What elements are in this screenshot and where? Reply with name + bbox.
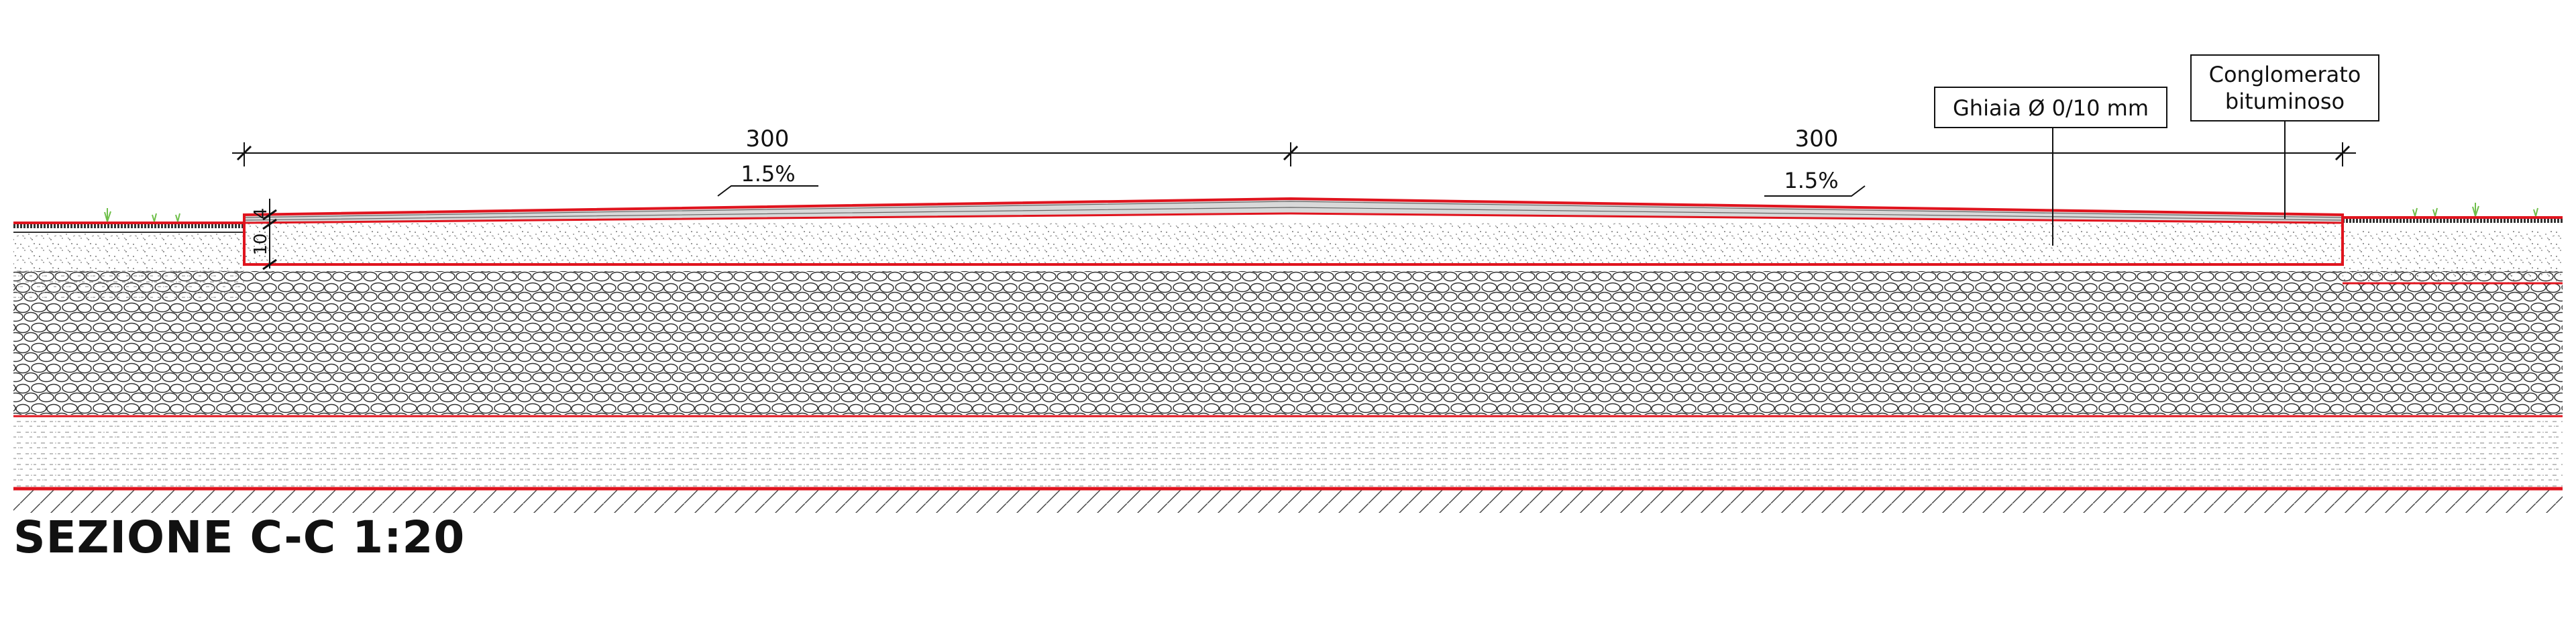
asphalt-base-line [244,212,2343,224]
right-topsoil [2343,228,2563,283]
dim-label-right: 300 [1795,126,1839,152]
thickness-tick-mid [262,218,277,230]
callout-asphalt-box [2190,54,2379,121]
grass-tuft [2432,207,2438,217]
road-gravel-base [244,223,2343,264]
slope-right [1764,185,1866,197]
dim-tick-mid [1283,145,1299,161]
grass-tuft [175,213,180,222]
grass-tuft [2472,203,2479,217]
callout-gravel-text: Ghiaia Ø 0/10 mm [1953,95,2149,121]
grass-tuft [2533,207,2538,217]
left-fill [13,270,244,298]
slope-left [717,185,818,197]
slope-arrow-right [1764,185,1866,197]
callout-asphalt-line1: Conglomerato [2209,62,2361,87]
road-outline [243,197,2344,266]
road-section [243,197,2344,266]
dim-tick-left [236,145,252,161]
grass-tuft [2412,207,2418,217]
thickness-tick-top [262,209,277,221]
grass-tufts [104,203,2538,222]
dim-label-left: 300 [746,126,790,152]
callout-gravel-box [1934,87,2167,128]
soil-layers [13,216,2563,513]
grass-tuft [104,208,111,222]
thickness-label-base: 10 [251,233,271,255]
dim-tick-right [2334,145,2351,161]
section-title: SEZIONE C-C 1:20 [13,511,466,563]
slope-label-left: 1.5% [741,161,795,187]
thickness-tick-bottom [262,258,277,271]
cobble-layer [13,271,2563,415]
thickness-dimension [262,199,277,271]
grass-tuft [152,213,157,222]
sand-layer [13,418,2563,487]
callout-gravel: Ghiaia Ø 0/10 mm [1934,87,2167,246]
callout-asphalt: Conglomerato bituminoso [2190,54,2379,219]
ground-hatch [13,490,2563,513]
asphalt-lines [244,201,2343,221]
dimension-line [232,142,2356,166]
slope-arrow-left [717,185,818,197]
left-topsoil [13,232,244,270]
thickness-label-top: 4 [251,208,271,219]
callout-asphalt-line2: bituminoso [2225,89,2345,114]
slope-label-right: 1.5% [1784,168,1838,193]
